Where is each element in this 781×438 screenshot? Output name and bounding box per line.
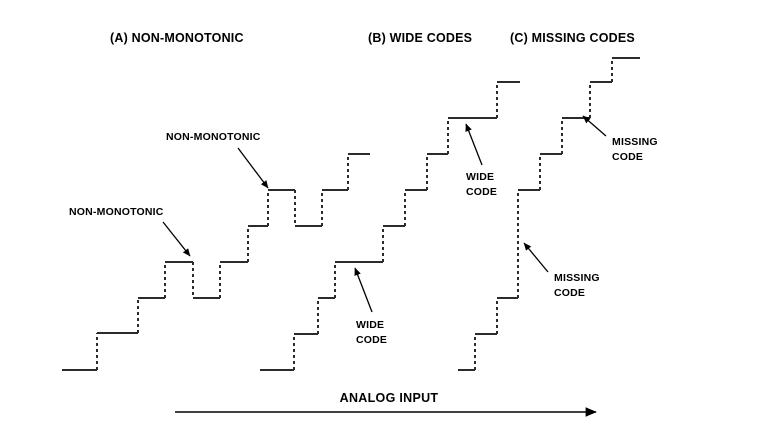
panel-title-a: (A) NON-MONOTONIC	[110, 31, 244, 45]
annotation-a-nm-1: NON-MONOTONIC	[69, 206, 191, 257]
annotation-label-line1: WIDE	[356, 319, 384, 331]
panel-title-b: (B) WIDE CODES	[368, 31, 472, 45]
panel-titles-group: (A) NON-MONOTONIC (B) WIDE CODES (C) MISSI…	[110, 31, 635, 45]
annotation-leader-arrow	[465, 123, 483, 166]
annotation-b-wide-2: WIDE CODE	[465, 123, 497, 198]
annotation-label-line1: WIDE	[466, 171, 494, 183]
annotation-label-line2: CODE	[554, 287, 585, 299]
staircase-a	[62, 153, 370, 371]
annotation-label-line2: CODE	[356, 334, 387, 346]
annotation-label-line2: CODE	[612, 151, 643, 163]
staircase-b	[260, 81, 520, 371]
annotation-leader-arrow	[162, 221, 191, 257]
annotation-label-line1: NON-MONOTONIC	[166, 131, 261, 143]
staircase-c	[458, 57, 640, 371]
annotation-leader-arrow	[523, 242, 549, 273]
annotations-group: NON-MONOTONIC NON-MONOTONIC WIDE CODE WIDE CO…	[69, 115, 658, 346]
analog-input-axis: ANALOG INPUT	[175, 391, 597, 417]
annotation-c-miss-2: MISSING CODE	[582, 115, 658, 163]
annotation-label-line2: CODE	[466, 186, 497, 198]
annotation-label-line1: MISSING	[612, 136, 658, 148]
panel-title-c: (C) MISSING CODES	[510, 31, 635, 45]
analog-input-axis-label: ANALOG INPUT	[340, 391, 439, 405]
annotation-label-line1: NON-MONOTONIC	[69, 206, 164, 218]
annotation-label-line1: MISSING	[554, 272, 600, 284]
annotation-a-nm-2: NON-MONOTONIC	[166, 131, 269, 189]
annotation-leader-arrow	[354, 267, 373, 313]
annotation-b-wide-1: WIDE CODE	[354, 267, 387, 346]
annotation-c-miss-1: MISSING CODE	[523, 242, 600, 299]
annotation-leader-arrow	[237, 147, 269, 189]
annotation-leader-arrow	[582, 115, 607, 137]
staircases-group	[62, 57, 640, 371]
